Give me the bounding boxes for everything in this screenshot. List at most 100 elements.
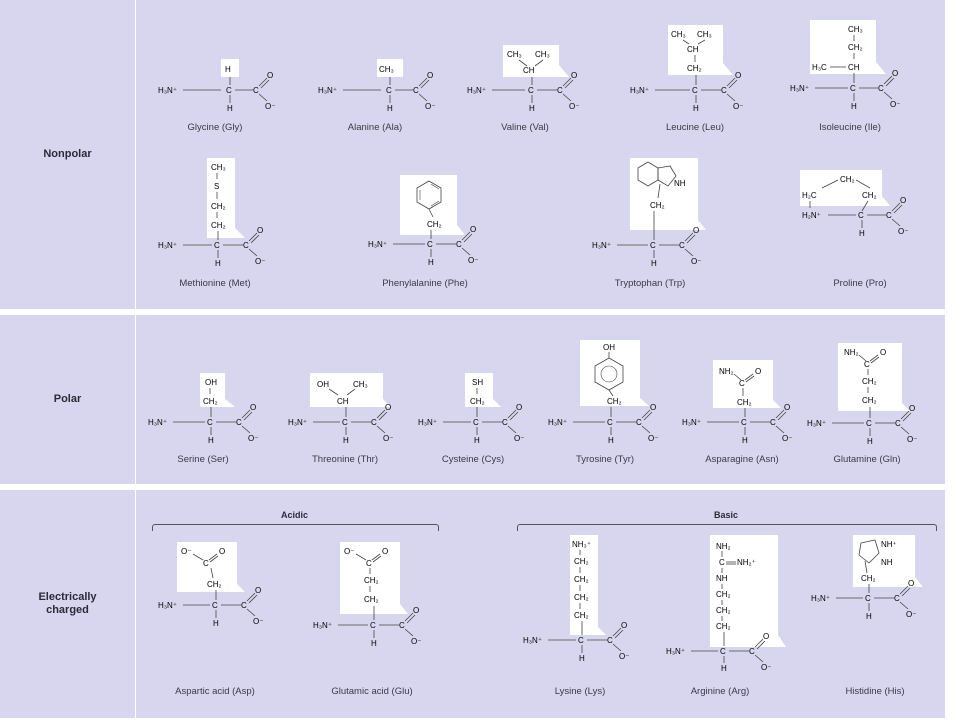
carbonyl-o: O <box>650 403 656 412</box>
carboxylate-o: O⁻ <box>265 102 275 111</box>
name-phenylalanine: Phenylalanine (Phe) <box>382 278 468 289</box>
amine-group: H₃N⁺ <box>313 621 332 630</box>
imidazole-nh: NH <box>881 558 893 567</box>
amine-group: H₃N⁺ <box>523 636 542 645</box>
carboxyl-c: C <box>456 240 462 249</box>
amino-acid-tryptophan: NH CH₂ H₃N⁺ C H C O O⁻ Tryptophan (Trp) <box>580 158 706 289</box>
carbonyl-o: O <box>693 226 699 235</box>
sidechain-ch2-b: CH₂ <box>364 595 379 604</box>
alpha-carbon: C <box>692 86 698 95</box>
tryptophan-structure: NH CH₂ H₃N⁺ C H C O O⁻ <box>592 158 706 268</box>
section-label-nonpolar: Nonpolar <box>0 0 136 309</box>
sidechain-sh: SH <box>472 378 483 387</box>
sidechain-ch2: CH₂ <box>861 574 876 583</box>
carbonyl-o: O <box>735 71 741 80</box>
alpha-h: H <box>215 259 221 268</box>
name-isoleucine: Isoleucine (Ile) <box>819 122 881 133</box>
carboxylate-o: O⁻ <box>411 637 421 646</box>
section-label-text: Polar <box>53 393 82 405</box>
carboxylate-o: O⁻ <box>907 435 917 444</box>
guanidino-c: C <box>719 558 725 567</box>
alpha-h: H <box>721 664 727 673</box>
alpha-carbon: C <box>650 241 656 250</box>
carboxylate-o: O⁻ <box>691 257 701 266</box>
section-label-text: Nonpolar <box>43 148 92 160</box>
imidazole-nhplus: NH⁺ <box>881 540 897 549</box>
name-proline: Proline (Pro) <box>833 278 887 289</box>
alpha-h: H <box>227 104 233 113</box>
carboxylate-o: O⁻ <box>782 434 792 443</box>
alpha-h: H <box>343 436 349 445</box>
arginine-structure: NH₂ C NH₂⁺ NH CH₂ CH₂ CH₂ H₃N⁺ C H <box>666 535 786 673</box>
proline-structure: CH₂ H₂C CH₂ H₂N⁺ C H C O O⁻ <box>800 170 908 238</box>
sidechain-ch: CH <box>848 63 860 72</box>
carboxylate-o: O⁻ <box>514 434 524 443</box>
alpha-h: H <box>387 104 393 113</box>
carboxylate-o: O⁻ <box>248 434 258 443</box>
carboxyl-c: C <box>721 86 727 95</box>
alpha-h: H <box>474 436 480 445</box>
amine-group: H₃N⁺ <box>368 240 387 249</box>
indole-nh: NH <box>674 179 686 188</box>
amino-acid-aspartic-acid: O⁻ C O CH₂ H₃N⁺ C H C O O⁻ <box>155 542 275 697</box>
amino-acid-serine: OH CH₂ H₃N⁺ C H C O O⁻ Serine (Ser) <box>145 373 265 503</box>
carboxyl-c: C <box>241 601 247 610</box>
group-heading-acidic: Acidic <box>280 510 308 520</box>
amine-group: H₃N⁺ <box>790 84 809 93</box>
sidechain-ch: CH <box>337 397 349 406</box>
alpha-h: H <box>208 436 214 445</box>
sidechain-ch3: CH₃ <box>379 65 394 74</box>
alpha-carbon: C <box>866 419 872 428</box>
alpha-h: H <box>608 436 614 445</box>
sidechain-ch2-a: CH₂ <box>862 377 877 386</box>
alpha-carbon: C <box>720 647 726 656</box>
amino-acid-glutamine: NH₂ C O CH₂ CH₂ H₃N⁺ C H C O <box>807 343 930 473</box>
ring-ch2-right: CH₂ <box>862 191 877 200</box>
indole-pyrrole <box>657 165 677 187</box>
amine-group: H₃N⁺ <box>288 418 307 427</box>
side-carbonyl-o: O <box>382 547 388 556</box>
amino-acid-leucine: CH₃ CH₃ CH CH₂ H₃N⁺ C H C O O⁻ <box>630 25 755 155</box>
sidechain-ch2-a: CH₂ <box>211 202 226 211</box>
carboxyl-c: C <box>749 647 755 656</box>
carbonyl-o: O <box>427 71 433 80</box>
sidechain-ch2-b: CH₂ <box>211 221 226 230</box>
leucine-structure: CH₃ CH₃ CH CH₂ H₃N⁺ C H C O O⁻ <box>630 25 743 113</box>
carboxylate-o: O⁻ <box>898 227 908 236</box>
aspartic-acid-structure: O⁻ C O CH₂ H₃N⁺ C H C O O⁻ <box>158 542 263 628</box>
alpha-carbon: C <box>214 241 220 250</box>
amino-acid-alanine: CH₃ H₃N⁺ C H C O O⁻ Alanine (Ala) <box>315 45 435 175</box>
carbonyl-o: O <box>255 586 261 595</box>
nonpolar-content: H H₃N⁺ C H C O O⁻ Glycine (Gly) CH₃ <box>140 0 945 309</box>
sidechain-h: H <box>225 65 231 74</box>
carbonyl-o: O <box>250 403 256 412</box>
amine-group: H₃N⁺ <box>666 647 685 656</box>
sidechain-h3c: H₃C <box>812 63 827 72</box>
amine-group: H₃N⁺ <box>467 86 486 95</box>
sidechain-ch3-b: CH₃ <box>697 30 712 39</box>
carboxylate-o: O⁻ <box>619 652 629 661</box>
carboxylate-o: O⁻ <box>906 610 916 619</box>
amine-group: H₃N⁺ <box>811 594 830 603</box>
amine-group: H₃N⁺ <box>158 601 177 610</box>
carboxyl-c: C <box>413 86 419 95</box>
alpha-h: H <box>371 639 377 648</box>
threonine-structure: OH CH₃ CH H₃N⁺ C H C O O⁻ <box>288 373 393 445</box>
name-arginine: Arginine (Arg) <box>690 686 750 697</box>
sidechain-ch2-g: CH₂ <box>574 593 589 602</box>
side-carboxyl-c: C <box>203 559 209 568</box>
amide-o: O <box>755 367 761 376</box>
glycine-structure: H H₃N⁺ C H C O O⁻ <box>158 59 275 113</box>
alpha-h: H <box>213 619 219 628</box>
carboxyl-c: C <box>502 418 508 427</box>
amino-acid-threonine: OH CH₃ CH H₃N⁺ C H C O O⁻ Threonine (Thr… <box>285 373 405 503</box>
ring-ch2-top: CH₂ <box>840 175 855 184</box>
guanidino-nh: NH <box>716 574 728 583</box>
name-cysteine: Cysteine (Cys) <box>441 454 505 465</box>
methionine-structure: CH₃ S CH₂ CH₂ H₃N⁺ C H C O O⁻ <box>158 158 265 268</box>
sidechain-ch2-b: CH₂ <box>716 622 731 631</box>
side-carbonyl-o: O <box>219 547 225 556</box>
carboxyl-c: C <box>236 418 242 427</box>
amino-acid-valine: CH₃ CH₃ CH H₃N⁺ C H C O O⁻ Valine (Val) <box>467 45 595 175</box>
sidechain-ch2: CH₂ <box>207 580 222 589</box>
